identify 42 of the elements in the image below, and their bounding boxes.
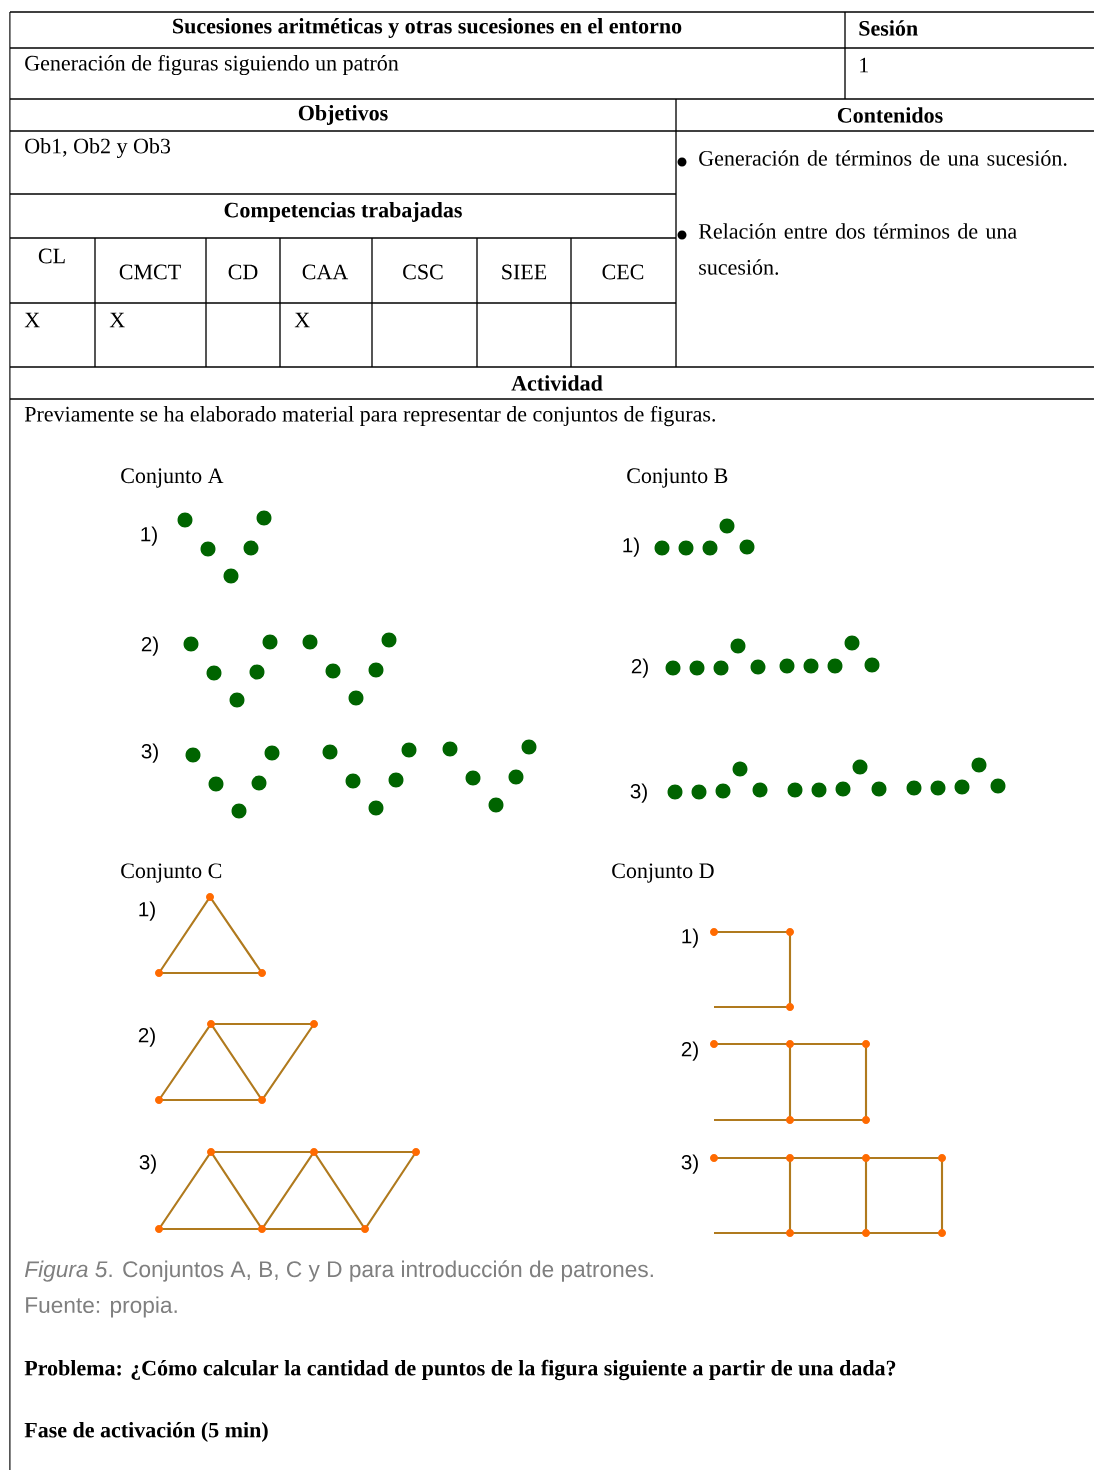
figure-number: 3) [139, 1154, 156, 1174]
table-header: Actividad [511, 375, 603, 391]
problem-statement: Problema: ¿Cómo calcular la cantidad de puntos de la figura siguiente a partir de una dada? [24, 1359, 896, 1381]
figure-number: 2) [141, 636, 158, 656]
set-title: Conjunto A [121, 468, 224, 488]
table-cell: X [24, 312, 40, 328]
table-header: Objetivos [298, 105, 388, 125]
table-cell: X [294, 312, 310, 328]
table-cell: CEC [602, 264, 644, 280]
list-item: Generación de términos de una sucesión. [699, 150, 1067, 166]
source-note: Fuente: propia. [26, 1296, 177, 1318]
table-header: Sucesiones aritméticas y otras sucesiones en el entorno [173, 18, 682, 38]
table-cell: SIEE [502, 264, 547, 280]
set-title: Conjunto B [627, 468, 728, 488]
list-item: Relación entre dos términos de una sucesión. [698, 223, 1017, 275]
figure-number: 2) [681, 1041, 698, 1061]
table-header: Sesión [859, 20, 918, 36]
table-cell: CL [38, 248, 65, 264]
figure-number: 3) [141, 743, 158, 763]
figure-number: 1) [141, 526, 157, 546]
table-cell: X [109, 312, 125, 328]
table-cell: Ob1, Ob2 y Ob3 [25, 138, 171, 158]
table-cell: Generación de figuras siguiendo un patrón [25, 54, 399, 76]
section-heading: Fase de activación (5 min) [24, 1422, 268, 1442]
table-header: Competencias trabajadas [224, 202, 462, 222]
set-title: Conjunto D [612, 863, 714, 883]
figure-number: 1) [623, 537, 639, 557]
figure-number: 2) [631, 658, 648, 678]
table-header: Contenidos [837, 107, 943, 123]
figure-number: 3) [630, 783, 647, 803]
figure-caption: Figura 5. Conjuntos A, B, C y D para introducción de patrones. [24, 1260, 653, 1282]
figure-number: 1) [682, 928, 698, 948]
table-cell: 1 [860, 57, 868, 73]
figure-number: 1) [139, 901, 155, 921]
figure-number: 3) [681, 1154, 698, 1174]
figure-number: 2) [138, 1027, 155, 1047]
table-cell: CAA [302, 264, 349, 280]
table-cell: CSC [403, 264, 443, 280]
table-cell: CMCT [119, 264, 181, 280]
table-cell: CD [228, 264, 258, 280]
set-title: Conjunto C [121, 863, 222, 883]
paragraph-text: Previamente se ha elaborado material para representar de conjuntos de figuras. [24, 405, 715, 427]
